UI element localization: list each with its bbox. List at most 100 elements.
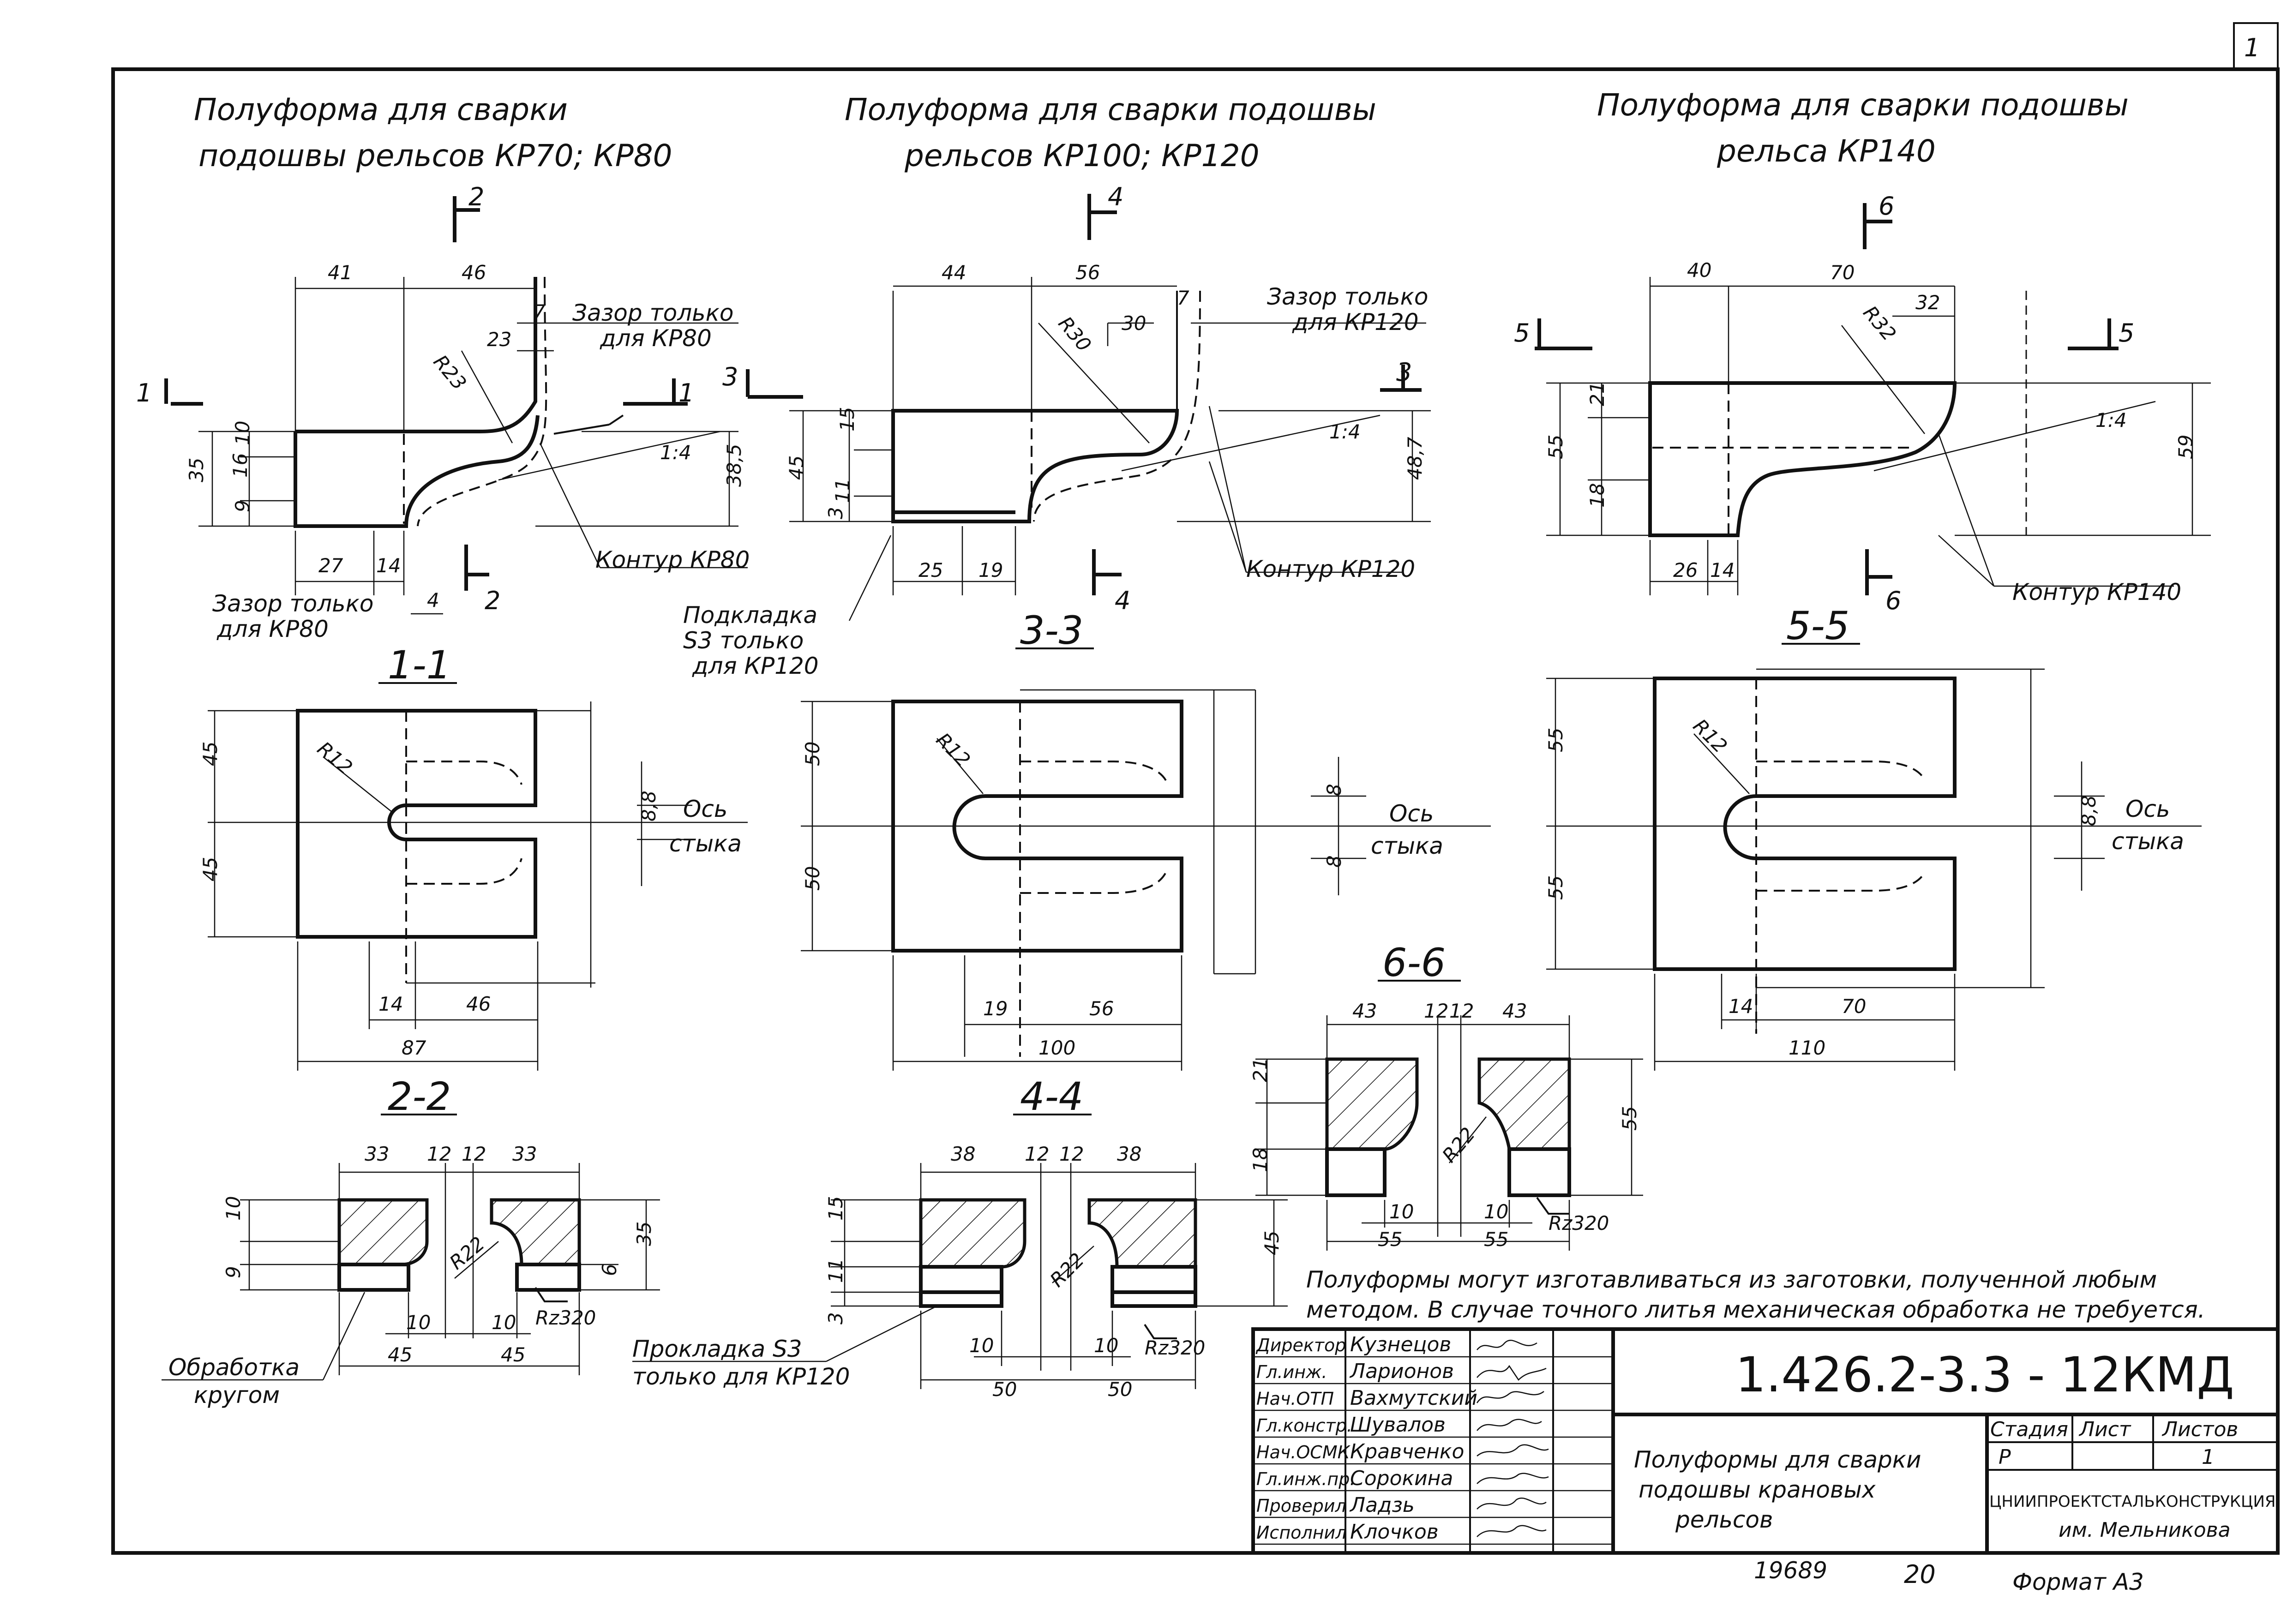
cut-mark-6-top: 6 [1879,192,1894,221]
dim-5-5-70: 70 [1842,995,1866,1018]
dim-4-4-h11: 11 [824,1258,847,1283]
label-zazor-bottom-1: Зазор только [212,590,373,617]
cut-mark-1-right: 1 [678,378,694,407]
label-zazor-kp80-top-2: для КР80 [600,325,712,352]
sheet-header: Лист [2078,1418,2131,1441]
section-1-1-title: 1-1 [388,642,451,688]
dim-46: 46 [462,261,486,284]
general-note: Полуформы могут изготавливаться из загот… [1306,1266,2205,1323]
dim-4-4-h45: 45 [1261,1231,1283,1255]
tb-name-7: Клочков [1350,1520,1439,1544]
tb-name-3: Шувалов [1350,1413,1446,1437]
label-podkladka-2: S3 только [683,627,804,654]
drawing-title-2: подошвы крановых [1639,1476,1876,1503]
label-obrabotka-1: Обработка [168,1354,300,1381]
title-kp70: Полуформа для сварки подошвы рельсов КР7… [194,92,672,174]
cut-mark-5-left: 5 [1514,318,1530,348]
section-2-2-left-block [337,1198,429,1266]
dim-3-3-19: 19 [983,997,1008,1020]
slope-1-4-a: 1:4 [660,441,691,464]
half-mould-outline-kp140 [1648,381,1957,537]
dim-5-5-110: 110 [1789,1037,1825,1059]
sheets-header: Листов [2161,1418,2238,1441]
section-6-6-title: 6-6 [1382,940,1446,985]
dim-2-2-h10: 10 [222,1196,245,1221]
dim-3-3-r12: R12 [932,728,975,771]
dim-26: 26 [1673,559,1698,581]
title-kp100-line2: рельсов КР100; КР120 [904,138,1260,174]
dim-4-4-50-left: 50 [992,1378,1017,1401]
cut-mark-4-top: 4 [1108,182,1123,211]
dim-1-1-14: 14 [378,993,403,1015]
dim-40: 40 [1687,259,1711,282]
plan-view-kp70: 41 46 7 23 R23 10 16 9 35 38,5 27 14 4 1… [136,182,750,642]
dim-4-4-h3: 3 [824,1312,847,1324]
cut-mark-3-right: 3 [1396,358,1412,387]
dim-3-3-50-top: 50 [801,742,824,766]
cut-mark-2-top: 2 [468,182,484,211]
section-4-4: 4-4 38 12 12 38 15 1 [632,1074,1288,1401]
tb-name-0: Кузнецов [1350,1333,1451,1356]
dim-3-3-8-bottom: 8 [1323,855,1345,868]
dim-6-6-r22: R22 [1438,1123,1480,1167]
plan-view-kp100: 44 56 7 30 R30 15 11 3 45 48,7 25 19 1:4… [683,182,1431,679]
dim-h3: 3 [824,507,847,519]
org-line-1: ЦНИИПРОЕКТСТАЛЬКОНСТРУКЦИЯ [1989,1492,2276,1511]
dim-4-4-38-left: 38 [951,1143,975,1165]
tb-role-7: Исполнил [1256,1522,1347,1543]
dim-6-6-43-left: 43 [1352,1000,1377,1022]
inventory-number: 19689 [1754,1557,1827,1584]
section-4-4-right-block [1087,1198,1197,1269]
label-zazor-bottom-2: для КР80 [216,616,329,642]
axis-label-5-5-b: стыка [2112,828,2184,855]
cut-mark-4-bottom: 4 [1115,586,1130,615]
stage-header: Стадия [1990,1418,2068,1441]
dim-3-3-100: 100 [1038,1037,1075,1059]
tb-role-3: Гл.констр. [1256,1415,1352,1436]
dim-1-1-87: 87 [402,1037,426,1059]
axis-label-5-5-a: Ось [2125,796,2170,822]
corner-sheet-box [2233,22,2279,70]
label-zazor-kp120-1: Зазор только [1267,283,1428,310]
section-1-1-outline [296,709,537,939]
label-kontur-kp120: Контур КР120 [1246,556,1415,582]
drawing-frame [111,67,2280,1555]
dim-2-2-12-right: 12 [462,1143,486,1165]
dim-5-5-55-bottom: 55 [1544,875,1567,900]
dim-4-4-12-right: 12 [1059,1143,1084,1165]
dim-2-2-45-left: 45 [388,1343,412,1366]
title-kp140-line2: рельса КР140 [1717,133,1936,169]
dim-6-6-55-left: 55 [1378,1228,1402,1251]
dim-4-4-h15: 15 [824,1196,847,1221]
page-number: 20 [1904,1560,1936,1589]
title-kp100: Полуформа для сварки подошвы рельсов КР1… [845,92,1376,174]
slope-1-4-b: 1:4 [1329,420,1361,443]
format-label: Формат А3 [2012,1569,2144,1595]
dim-3-3-50-bottom: 50 [801,866,824,891]
dim-h18: 18 [1586,483,1609,508]
dim-h55: 55 [1544,435,1567,459]
section-1-1: 1-1 45 45 R12 8,8 14 46 87 Ось стыка [199,642,748,1071]
dim-1-1-r12: R12 [313,737,357,779]
dim-h45: 45 [785,455,808,480]
label-prokladka-1: Прокладка S3 [632,1336,802,1362]
dim-4-4-10-right: 10 [1094,1334,1118,1357]
dim-70: 70 [1830,261,1855,284]
section-5-5-title: 5-5 [1786,603,1849,648]
tb-role-6: Проверил [1256,1496,1346,1516]
dim-19: 19 [978,559,1003,581]
label-zazor-kp80-top-1: Зазор только [572,300,733,326]
section-3-3-title: 3-3 [1020,608,1083,653]
dim-27: 27 [318,554,343,577]
label-obrabotka-2: кругом [194,1382,280,1408]
dim-1-1-45-bottom: 45 [199,857,222,881]
dim-2-2-33-left: 33 [365,1143,389,1165]
doc-number: 1.426.2-3.3 - 12КМД [1735,1347,2234,1403]
dim-44: 44 [942,261,966,284]
corner-sheet-number: 1 [2244,33,2260,62]
dim-6-6-h55: 55 [1618,1106,1641,1131]
dim-2-2-10-right: 10 [492,1311,516,1334]
dim-5-5-14: 14 [1729,995,1753,1018]
dim-6-6-10-left: 10 [1389,1200,1414,1223]
dim-h10: 10 [231,421,254,445]
